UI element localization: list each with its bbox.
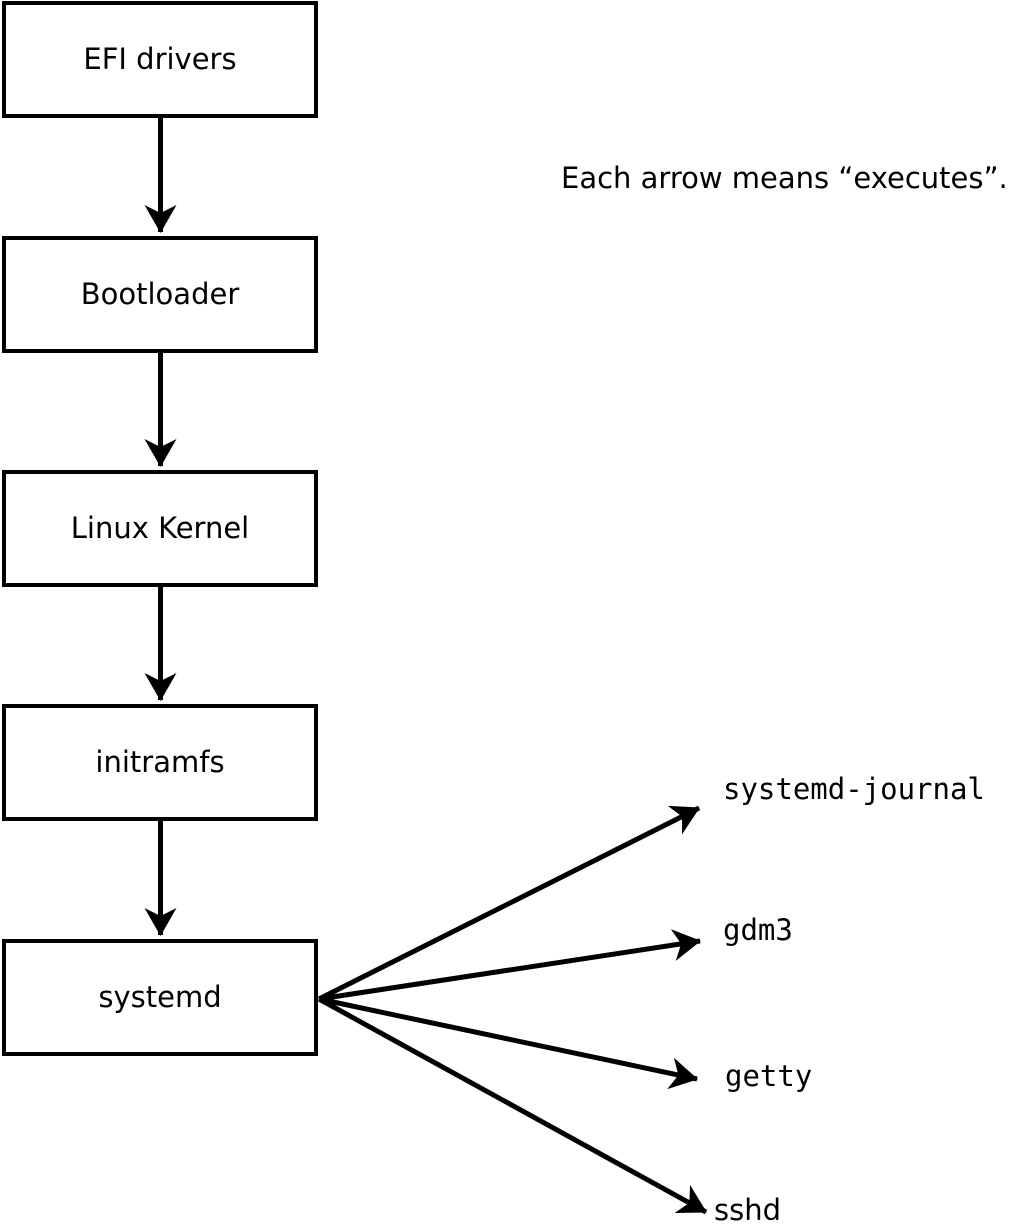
node-initramfs: initramfs [2,704,318,821]
process-label-systemd-journal: systemd-journal [723,772,985,806]
process-label-getty: getty [725,1059,813,1093]
node-linux-kernel: Linux Kernel [2,470,318,587]
node-efi-drivers: EFI drivers [2,1,318,118]
process-label-gdm3: gdm3 [723,913,793,947]
process-label-sshd: sshd [714,1193,782,1227]
node-linux-kernel-label: Linux Kernel [70,511,250,545]
arrow-systemd-to-sshd [317,996,708,1215]
node-bootloader-label: Bootloader [80,277,240,311]
arrow-systemd-to-gdm3 [318,929,701,1002]
arrow-systemd-to-getty [318,996,698,1090]
node-efi-drivers-label: EFI drivers [83,42,237,76]
node-bootloader: Bootloader [2,236,318,353]
legend-note: Each arrow means “executes”. [561,161,1008,195]
node-initramfs-label: initramfs [95,745,225,779]
arrow-systemd-to-systemd-journal [317,805,701,1002]
node-systemd: systemd [2,939,318,1056]
node-systemd-label: systemd [98,980,222,1014]
